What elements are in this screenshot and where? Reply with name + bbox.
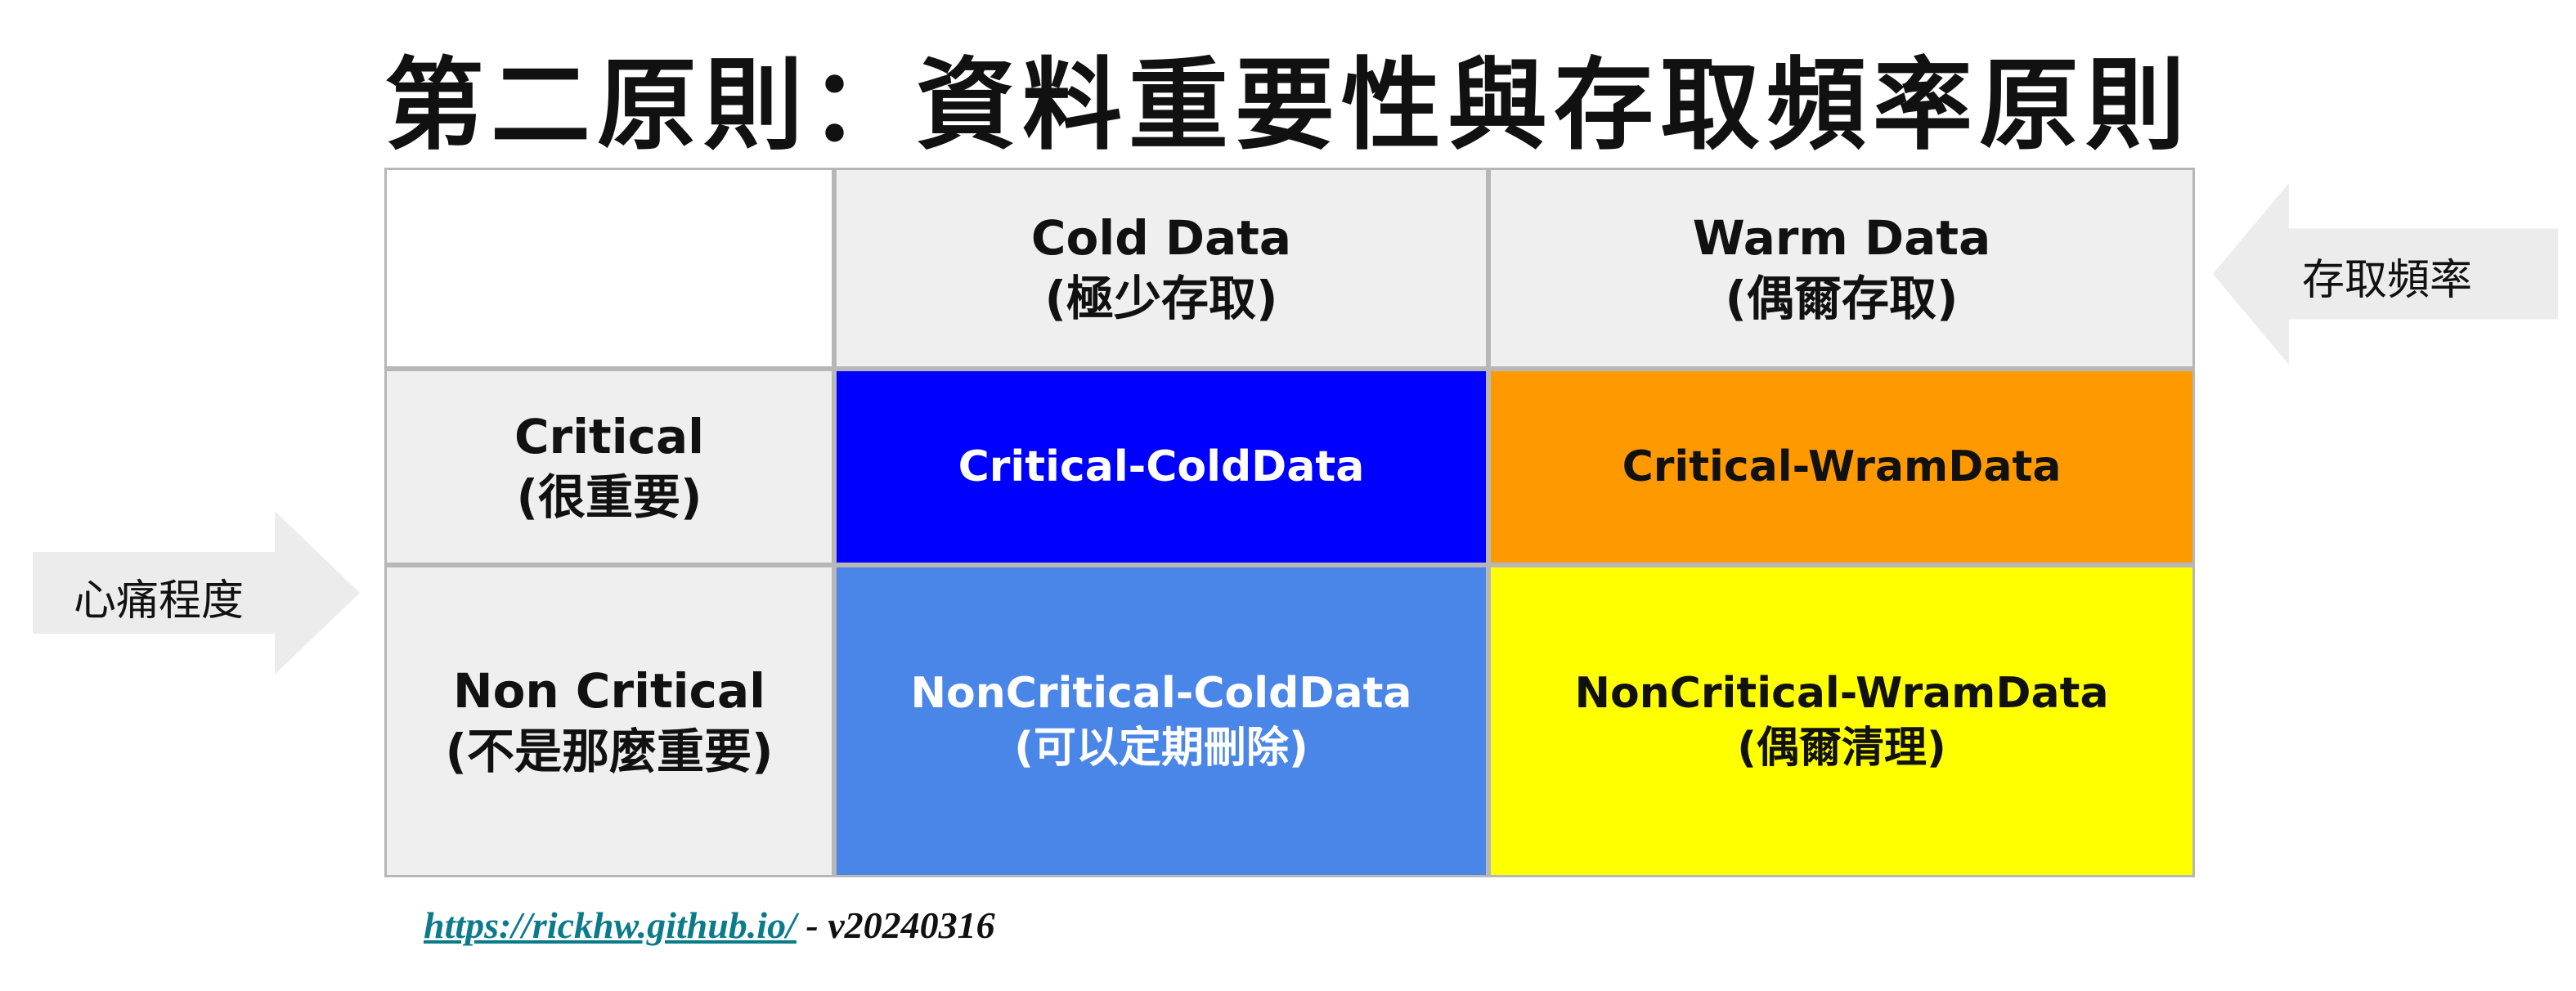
- cell-title: NonCritical-WramData: [1574, 669, 2109, 719]
- column-header-subtitle: (偶爾存取): [1725, 271, 1959, 326]
- row-header-title: Critical: [514, 408, 705, 464]
- cell-subtitle: (可以定期刪除): [1014, 724, 1308, 773]
- cell-critical-warm: Critical-WramData: [1488, 369, 2195, 565]
- cell-title: Critical-ColdData: [958, 442, 1365, 491]
- column-header-cold: Cold Data (極少存取): [834, 168, 1488, 369]
- cell-subtitle: (偶爾清理): [1737, 724, 1946, 773]
- cell-noncritical-warm: NonCritical-WramData (偶爾清理): [1488, 565, 2195, 877]
- row-header-subtitle: (很重要): [516, 469, 702, 525]
- row-header-title: Non Critical: [453, 662, 765, 719]
- row-header-critical: Critical (很重要): [384, 369, 834, 565]
- column-header-warm: Warm Data (偶爾存取): [1488, 168, 2195, 369]
- footer-link[interactable]: https://rickhw.github.io/: [424, 904, 797, 946]
- cell-noncritical-cold: NonCritical-ColdData (可以定期刪除): [834, 565, 1488, 877]
- cell-title: NonCritical-ColdData: [910, 669, 1412, 719]
- page-title: 第二原則：資料重要性與存取頻率原則: [384, 47, 2192, 164]
- cell-title: Critical-WramData: [1622, 442, 2062, 491]
- footer-version: - v20240316: [796, 904, 995, 946]
- column-header-title: Warm Data: [1692, 209, 1991, 266]
- access-frequency-label: 存取頻率: [2302, 256, 2473, 305]
- column-header-title: Cold Data: [1030, 209, 1292, 266]
- cell-critical-cold: Critical-ColdData: [834, 369, 1488, 565]
- row-header-subtitle: (不是那麼重要): [445, 724, 774, 779]
- pain-level-label: 心痛程度: [74, 576, 245, 626]
- matrix-table: Cold Data (極少存取) Warm Data (偶爾存取) Critic…: [384, 168, 2195, 877]
- corner-cell: [384, 168, 834, 369]
- footer: https://rickhw.github.io/ - v20240316: [424, 904, 995, 947]
- row-header-noncritical: Non Critical (不是那麼重要): [384, 565, 834, 877]
- column-header-subtitle: (極少存取): [1044, 271, 1278, 326]
